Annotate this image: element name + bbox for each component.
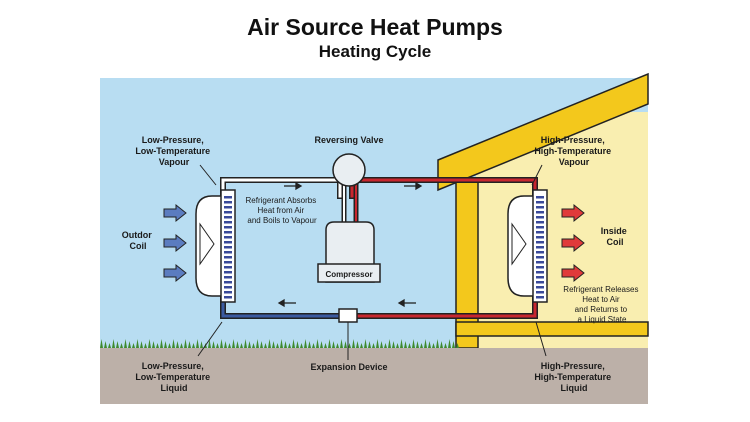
outdoor-coil <box>195 189 236 303</box>
hot-air-arrows <box>561 203 585 283</box>
hot-air-arrow-2 <box>561 233 585 253</box>
cold-air-arrows <box>163 203 187 283</box>
cold-air-arrow-1 <box>163 203 187 223</box>
reversing-valve-label: Reversing Valve <box>314 135 383 145</box>
expansion-device <box>338 308 358 323</box>
page-title: Air Source Heat Pumps <box>247 14 503 40</box>
inside-coil-label: Inside Coil <box>601 226 630 247</box>
flow-arrow-bottom-left <box>277 298 296 308</box>
compressor <box>317 221 381 283</box>
indoor-liquid-label: High-Pressure, High-Temperature Liquid <box>534 361 613 393</box>
expansion-device-label: Expansion Device <box>310 362 387 372</box>
indoor-coil <box>507 189 548 303</box>
compressor-label: Compressor <box>325 270 372 279</box>
outdoor-vapour-label: Low-Pressure, Low-Temperature Vapour <box>135 135 212 167</box>
grass <box>100 339 459 348</box>
flow-arrow-top-right <box>404 181 423 191</box>
outdoor-coil-label: Outdor Coil <box>122 230 155 251</box>
leader-lines <box>197 164 547 360</box>
outdoor-liquid-label: Low-Pressure, Low-Temperature Liquid <box>135 361 212 393</box>
house-floor <box>455 321 649 337</box>
release-note: Refrigerant Releases Heat to Air and Ret… <box>563 285 640 324</box>
flow-arrows <box>277 181 423 308</box>
page-subtitle: Heating Cycle <box>318 42 432 61</box>
cold-air-arrow-3 <box>163 263 187 283</box>
hot-air-arrow-3 <box>561 263 585 283</box>
flow-arrow-top-left <box>284 181 303 191</box>
cold-air-arrow-2 <box>163 233 187 253</box>
reversing-valve <box>332 153 366 187</box>
indoor-vapour-label: High-Pressure, High-Temperature Vapour <box>534 135 613 167</box>
flow-arrow-bottom-right <box>397 298 416 308</box>
hot-air-arrow-1 <box>561 203 585 223</box>
absorb-note: Refrigerant Absorbs Heat from Air and Bo… <box>246 196 319 225</box>
ground <box>100 348 648 404</box>
